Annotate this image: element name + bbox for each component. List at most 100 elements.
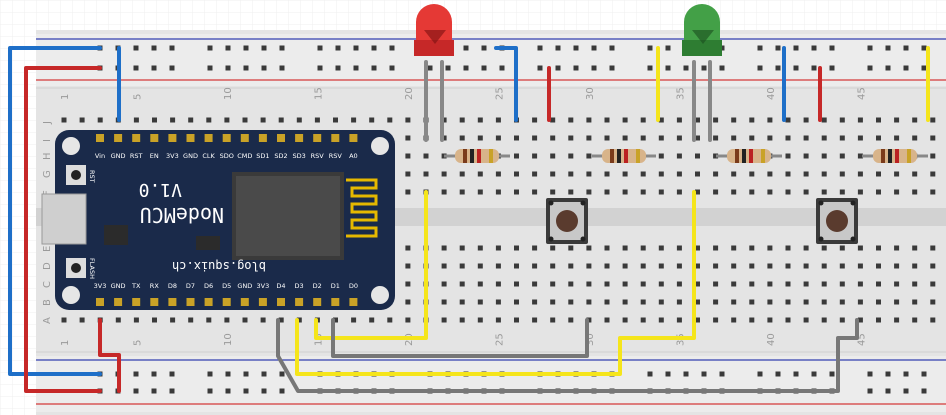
hole [713,117,719,123]
column-number-top: 35 [675,87,686,100]
wire-red-rail [24,66,102,393]
hole [731,171,737,177]
column-number-bottom: 1 [60,340,71,346]
rail-hole [867,65,873,71]
hole [876,299,881,305]
hole [405,117,411,123]
hole [260,317,266,323]
hole [532,153,538,159]
hole [785,299,791,305]
pin-label-bottom: TX [131,282,141,290]
hole [568,317,574,323]
rail-hole [719,65,725,71]
hole [586,117,592,123]
hole [767,299,773,305]
hole [79,317,85,323]
hole [731,281,737,287]
rail-hole [481,65,487,71]
hole [857,135,863,141]
hole [894,317,900,323]
hole [459,281,465,287]
hole [695,135,700,141]
wire-yellow-d2 [295,190,696,376]
hole [405,299,411,305]
pin-label-bottom: GND [237,282,252,290]
wire-gray-d3 [331,318,589,358]
hole [495,171,501,177]
hole [713,189,719,195]
hole [894,245,900,251]
hole [423,171,429,177]
hole [658,117,664,123]
hole [876,117,881,123]
rail-hole [207,371,213,377]
hole [640,263,646,269]
hole [695,299,700,305]
led-green-legs [692,60,712,142]
hole [713,317,719,323]
hole [803,245,809,251]
rail-hole [573,65,579,71]
column-number-top: 5 [132,94,143,100]
hole [749,245,755,251]
hole [839,245,845,251]
column-number-bottom: 10 [223,333,234,346]
rail-hole [885,65,891,71]
hole [857,189,863,195]
hole [532,281,538,287]
pin-label-top: RSV [329,152,343,160]
hole [676,317,682,323]
hole [405,153,411,159]
pin-header [132,298,141,306]
hole [876,135,881,141]
rail-hole [335,65,341,71]
column-number-bottom: 45 [856,333,867,346]
hole [405,189,411,195]
rail-hole [243,388,249,394]
hole [586,263,592,269]
hole [441,135,447,141]
hole [803,317,809,323]
rail-hole [169,371,175,377]
hole [550,281,556,287]
hole [912,171,918,177]
pin-label-bottom: D7 [186,282,195,290]
rail-hole [665,65,671,71]
hole [170,317,176,323]
row-letter: A [42,317,53,324]
wire-yellow-d1 [314,190,428,340]
hole [749,263,755,269]
hole [713,171,719,177]
hole [441,317,447,323]
rst-label: RST [88,170,96,183]
pin-label-top: SD2 [274,152,287,160]
hole [821,299,827,305]
hole [604,135,610,141]
rail-hole [207,45,213,51]
rail-hole [169,388,175,394]
rail-hole [317,45,323,51]
nodemcu-board: RST FLASH NodeMCU V1.0 blog.squix.ch Vin… [41,130,395,310]
hole [749,281,755,287]
pin-label-bottom: 3V3 [257,282,270,290]
rail-hole [885,45,891,51]
hole [405,317,411,323]
hole [514,135,519,141]
hole [622,171,628,177]
row-letter: B [42,299,53,306]
pin-label-bottom: D8 [168,282,177,290]
hole [568,263,574,269]
hole [514,299,519,305]
rail-hole [279,388,285,394]
hole [333,317,338,323]
column-number-bottom: 5 [132,340,143,346]
hole [133,317,139,323]
hole [441,117,447,123]
hole [405,171,411,177]
hole [532,299,538,305]
hole [532,117,538,123]
rail-hole [555,45,561,51]
rail-hole [243,45,249,51]
hole [369,317,375,323]
pin-label-bottom: D6 [204,282,213,290]
